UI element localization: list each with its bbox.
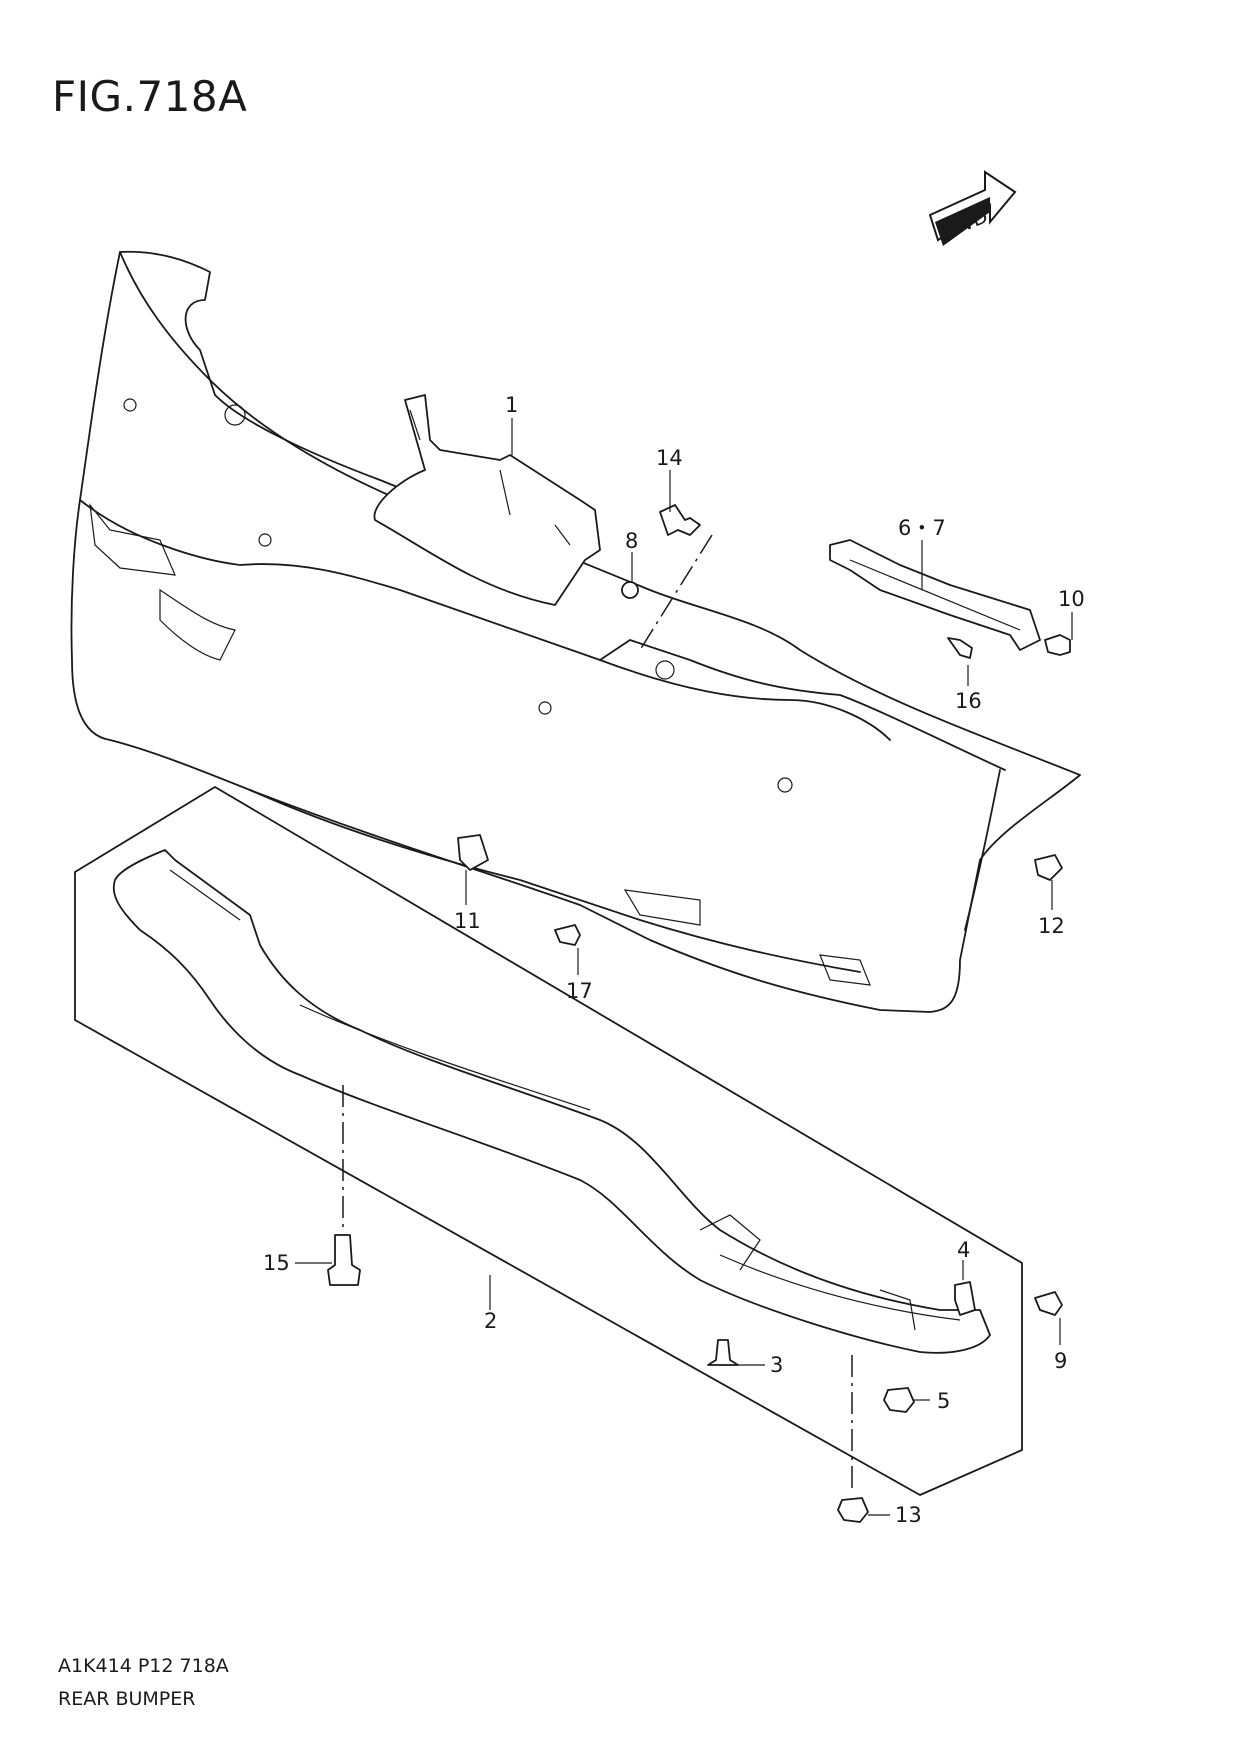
fastener-4-clip-icon (954, 1281, 976, 1316)
lower-bumper-trim (112, 849, 991, 1354)
callout-8: 8 (625, 529, 638, 553)
assembly-guide-lines (342, 534, 853, 1490)
callout-labels: 1 2 3 4 5 6・7 8 9 10 11 12 13 14 15 16 1… (263, 393, 1085, 1527)
fastener-17-screw-icon (554, 924, 581, 946)
fastener-14-bolt-icon (659, 504, 701, 536)
bracket-part-1 (373, 394, 601, 606)
reinforcement-part-6-7 (829, 539, 1041, 651)
callout-9: 9 (1054, 1349, 1067, 1373)
callout-13: 13 (895, 1503, 922, 1527)
diagram-name: REAR BUMPER (58, 1688, 196, 1710)
callout-11: 11 (454, 909, 481, 933)
callout-12: 12 (1038, 914, 1065, 938)
callout-15: 15 (263, 1251, 290, 1275)
callout-1: 1 (505, 393, 518, 417)
fastener-10-screw-icon (1044, 634, 1071, 656)
fastener-13-clip-icon (837, 1497, 869, 1523)
callout-16: 16 (955, 689, 982, 713)
fastener-3-bolt-icon (707, 1339, 739, 1366)
callout-17: 17 (566, 979, 593, 1003)
fastener-9-screw-icon (1034, 1291, 1063, 1316)
figure-title: FIG.718A (52, 72, 248, 121)
callout-leader-lines (295, 418, 1073, 1516)
callout-2: 2 (484, 1309, 497, 1333)
callout-14: 14 (656, 446, 683, 470)
diagram-code: A1K414 P12 718A (58, 1655, 229, 1677)
fastener-8-plug-icon (621, 581, 639, 599)
fastener-16-screw-icon (947, 637, 973, 659)
callout-4: 4 (957, 1238, 970, 1262)
exploded-view-box (74, 786, 1023, 1496)
fwd-arrow-icon: FWD (928, 170, 1017, 246)
callout-5: 5 (937, 1389, 950, 1413)
callout-10: 10 (1058, 587, 1085, 611)
callout-6-7: 6・7 (898, 516, 946, 540)
fastener-5-clip-icon (883, 1387, 915, 1413)
callout-3: 3 (770, 1353, 783, 1377)
rear-bumper-cover (70, 250, 1081, 1013)
fastener-11-clip-icon (457, 834, 489, 871)
fastener-15-bolt-icon (327, 1234, 361, 1286)
fastener-12-clip-icon (1034, 854, 1063, 881)
